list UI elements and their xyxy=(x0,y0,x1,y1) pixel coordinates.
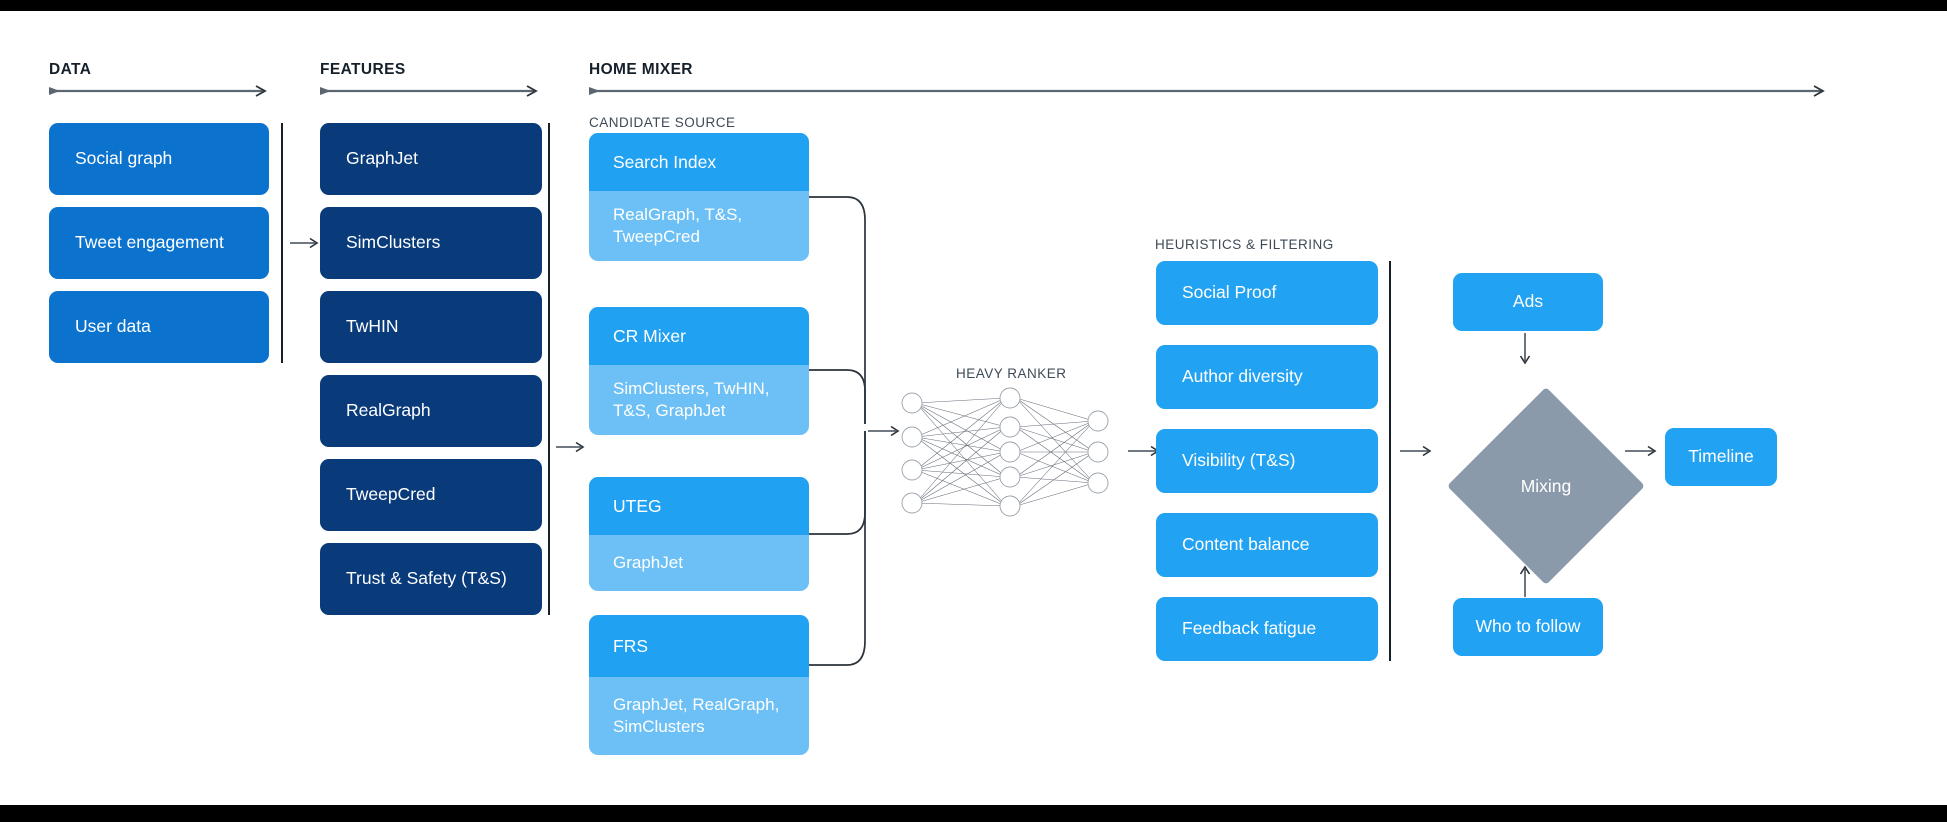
feature-box-trust-safety[interactable]: Trust & Safety (T&S) xyxy=(320,543,542,615)
candidate-source-features: GraphJet, RealGraph, SimClusters xyxy=(589,677,809,755)
connector-mixing-to-timeline xyxy=(1625,445,1659,457)
section-title-features: FEATURES xyxy=(320,61,406,78)
diagram-canvas: DATA FEATURES HOME MIXER CANDIDA xyxy=(0,11,1947,805)
heuristic-box-label: Author diversity xyxy=(1182,366,1303,387)
candidate-source-card-frs[interactable]: FRS GraphJet, RealGraph, SimClusters xyxy=(589,615,809,755)
mixing-diamond-label: Mixing xyxy=(1520,475,1572,496)
section-arrow-home-mixer xyxy=(589,84,1829,98)
subsection-title-candidate-source: CANDIDATE SOURCE xyxy=(589,115,736,130)
heuristic-box-content-balance[interactable]: Content balance xyxy=(1156,513,1378,577)
feature-box-twhin[interactable]: TwHIN xyxy=(320,291,542,363)
feature-box-tweepcred[interactable]: TweepCred xyxy=(320,459,542,531)
connector-heuristics-to-mixing xyxy=(1400,445,1434,457)
data-box-label: User data xyxy=(75,316,151,337)
subsection-title-heavy-ranker: HEAVY RANKER xyxy=(956,366,1067,381)
heuristic-box-visibility[interactable]: Visibility (T&S) xyxy=(1156,429,1378,493)
candidate-source-name: UTEG xyxy=(589,477,809,535)
candidate-source-name: CR Mixer xyxy=(589,307,809,365)
section-title-home-mixer: HOME MIXER xyxy=(589,61,693,78)
heuristic-box-label: Feedback fatigue xyxy=(1182,618,1317,639)
divider-after-data xyxy=(281,123,283,363)
feature-box-label: GraphJet xyxy=(346,148,418,169)
section-arrow-features xyxy=(320,84,542,98)
connector-who-to-follow-to-mixing xyxy=(1519,563,1531,597)
feature-box-graphjet[interactable]: GraphJet xyxy=(320,123,542,195)
output-box-ads[interactable]: Ads xyxy=(1453,273,1603,331)
heuristic-box-label: Visibility (T&S) xyxy=(1182,450,1296,471)
heuristic-box-author-diversity[interactable]: Author diversity xyxy=(1156,345,1378,409)
connector-features-to-candidates xyxy=(556,441,586,453)
subsection-title-heuristics: HEURISTICS & FILTERING xyxy=(1155,237,1334,252)
candidate-source-card-uteg[interactable]: UTEG GraphJet xyxy=(589,477,809,591)
output-box-label: Timeline xyxy=(1688,446,1754,467)
connector-ads-to-mixing xyxy=(1519,333,1531,367)
output-box-label: Ads xyxy=(1512,291,1544,312)
data-box-social-graph[interactable]: Social graph xyxy=(49,123,269,195)
feature-box-label: Trust & Safety (T&S) xyxy=(346,568,507,589)
data-box-label: Tweet engagement xyxy=(75,232,224,253)
candidate-collector-bracket xyxy=(809,186,879,676)
connector-data-to-features xyxy=(290,237,320,249)
section-title-data: DATA xyxy=(49,61,92,78)
output-box-timeline[interactable]: Timeline xyxy=(1665,428,1777,486)
candidate-source-name: Search Index xyxy=(589,133,809,191)
section-arrow-data xyxy=(49,84,271,98)
heuristic-box-label: Social Proof xyxy=(1182,282,1277,303)
heuristic-box-feedback-fatigue[interactable]: Feedback fatigue xyxy=(1156,597,1378,661)
data-box-label: Social graph xyxy=(75,148,173,169)
heuristic-box-label: Content balance xyxy=(1182,534,1310,555)
candidate-source-card-cr-mixer[interactable]: CR Mixer SimClusters, TwHIN, T&S, GraphJ… xyxy=(589,307,809,435)
feature-box-label: RealGraph xyxy=(346,400,431,421)
divider-after-features xyxy=(548,123,550,615)
heuristic-box-social-proof[interactable]: Social Proof xyxy=(1156,261,1378,325)
data-box-user-data[interactable]: User data xyxy=(49,291,269,363)
output-box-label: Who to follow xyxy=(1475,616,1581,637)
output-box-who-to-follow[interactable]: Who to follow xyxy=(1453,598,1603,656)
candidate-source-features: GraphJet xyxy=(589,535,809,591)
feature-box-realgraph[interactable]: RealGraph xyxy=(320,375,542,447)
feature-box-label: SimClusters xyxy=(346,232,441,253)
candidate-source-features: SimClusters, TwHIN, T&S, GraphJet xyxy=(589,365,809,435)
connector-candidates-to-heavy-ranker xyxy=(868,425,902,437)
data-box-tweet-engagement[interactable]: Tweet engagement xyxy=(49,207,269,279)
divider-after-heuristics xyxy=(1389,261,1391,661)
candidate-source-features: RealGraph, T&S, TweepCred xyxy=(589,191,809,261)
feature-box-simclusters[interactable]: SimClusters xyxy=(320,207,542,279)
candidate-source-card-search-index[interactable]: Search Index RealGraph, T&S, TweepCred xyxy=(589,133,809,261)
feature-box-label: TwHIN xyxy=(346,316,399,337)
heavy-ranker-network xyxy=(898,387,1118,517)
feature-box-label: TweepCred xyxy=(346,484,436,505)
candidate-source-name: FRS xyxy=(589,615,809,677)
